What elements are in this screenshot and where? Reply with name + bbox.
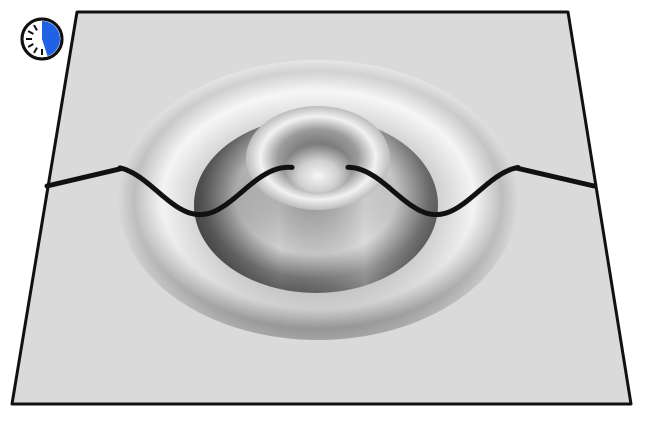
- profile-curve: [117, 164, 521, 218]
- timer-tick-mark: [33, 47, 38, 54]
- timer-tick-marks: [26, 24, 43, 55]
- timer-elapsed-wedge: [42, 21, 61, 57]
- timer-tick-mark: [33, 24, 38, 31]
- profile-curve-left-segment: [44, 165, 125, 189]
- profile-curve-right-segment: [513, 165, 597, 189]
- center-dip: [284, 142, 352, 194]
- stopwatch-timer-icon[interactable]: [20, 17, 64, 61]
- timer-tick-mark: [27, 43, 34, 48]
- timer-tick-mark: [27, 30, 34, 35]
- timer-outline: [20, 17, 64, 61]
- ripple-surface: [118, 60, 518, 340]
